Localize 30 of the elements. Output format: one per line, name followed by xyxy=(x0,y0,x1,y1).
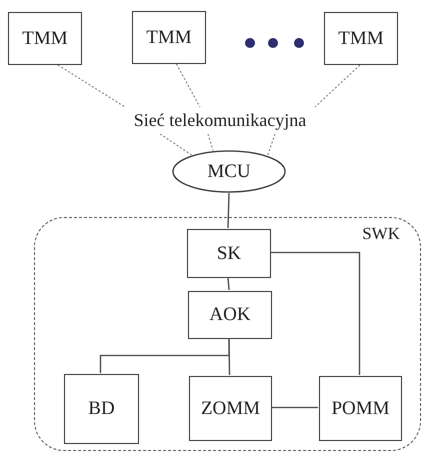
dotted-connector xyxy=(57,64,126,108)
process-box xyxy=(8,12,82,65)
connector-line xyxy=(228,338,230,375)
process-box xyxy=(188,291,272,339)
node-label: BD xyxy=(88,398,115,420)
process-box xyxy=(189,376,272,441)
node-label: TMM xyxy=(338,28,384,50)
node-label: POMM xyxy=(331,398,390,420)
process-box xyxy=(324,12,398,65)
dotted-connector xyxy=(208,134,214,151)
node-label: ZOMM xyxy=(200,398,260,420)
connector-line xyxy=(270,252,360,375)
node-label: TMM xyxy=(146,26,192,48)
dotted-connector xyxy=(160,134,192,156)
process-box xyxy=(319,376,402,441)
node-label: TMM xyxy=(22,28,68,50)
node-label: MCU xyxy=(207,160,251,182)
dotted-connector xyxy=(267,134,276,156)
node-label: AOK xyxy=(209,304,251,326)
process-box xyxy=(64,374,139,444)
dashed-region xyxy=(34,217,421,451)
process-box xyxy=(132,11,206,64)
connector-line xyxy=(227,276,230,290)
node-label: SK xyxy=(216,242,242,264)
connector-line xyxy=(271,406,318,408)
dotted-connector xyxy=(314,64,360,108)
process-box xyxy=(187,229,271,278)
region-title: SWK xyxy=(362,224,400,244)
dotted-connector xyxy=(176,64,200,108)
connector-line xyxy=(227,192,230,228)
